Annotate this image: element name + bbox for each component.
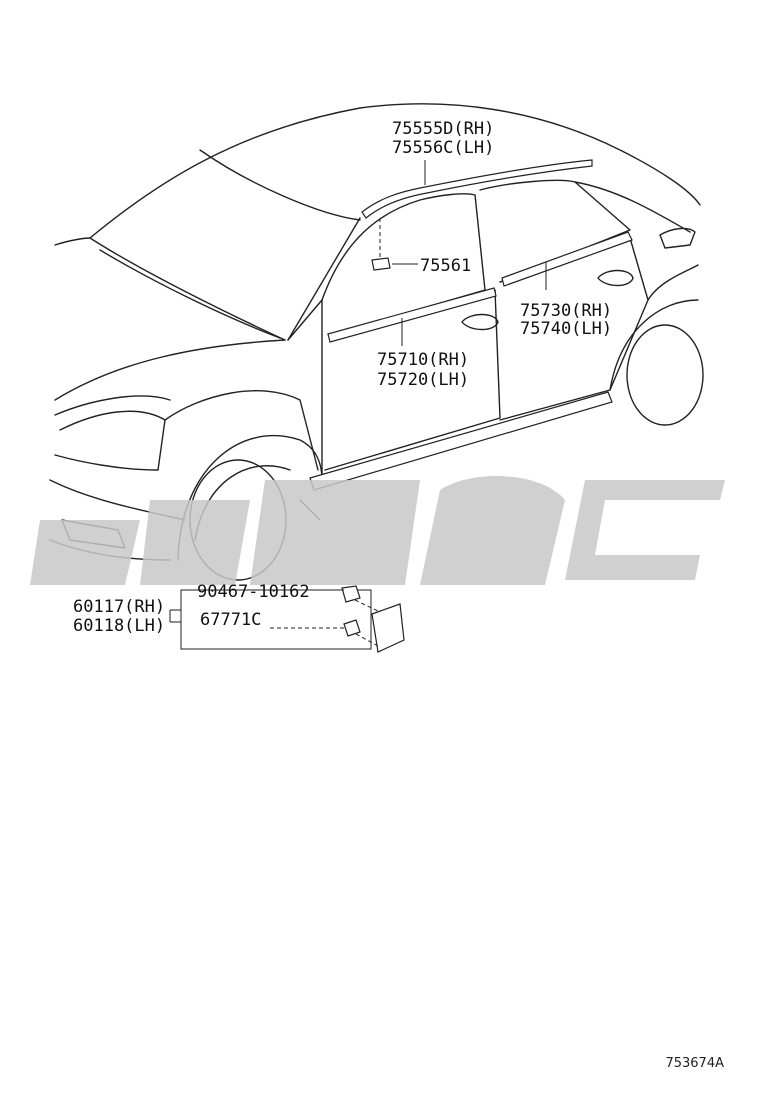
label-75730: 75730(RH) [520, 301, 612, 321]
part-labels: 75555D(RH) 75556C(LH) 75561 75730(RH) 75… [73, 119, 612, 636]
label-75555d: 75555D(RH) [392, 119, 494, 139]
roof-drip-molding [361, 159, 593, 219]
diagram-code: 753674A [665, 1056, 724, 1071]
mudguard-assembly [169, 585, 405, 653]
label-90467-10162: 90467-10162 [197, 582, 310, 602]
rear-door-belt-molding [501, 231, 633, 287]
front-door-belt-molding [327, 287, 497, 343]
clip-75561 [371, 218, 391, 271]
label-60118: 60118(LH) [73, 616, 165, 636]
label-75561: 75561 [420, 256, 471, 276]
label-75720: 75720(LH) [377, 370, 469, 390]
label-75710: 75710(RH) [377, 350, 469, 370]
watermark-logo [30, 476, 725, 585]
label-60117: 60117(RH) [73, 597, 165, 617]
label-75556c: 75556C(LH) [392, 138, 494, 158]
label-75740: 75740(LH) [520, 319, 612, 339]
leader-lines [392, 160, 547, 346]
label-67771c: 67771C [200, 610, 261, 630]
